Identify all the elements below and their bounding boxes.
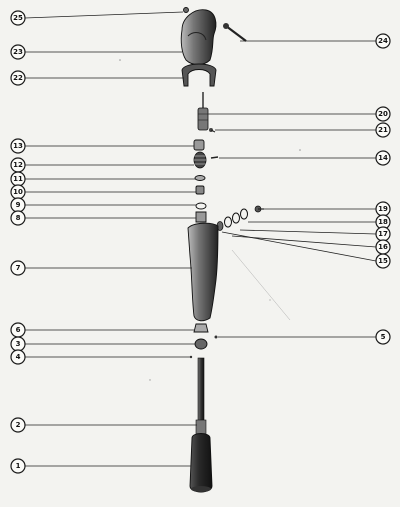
svg-text:17: 17 — [378, 230, 388, 238]
svg-text:8: 8 — [16, 214, 21, 222]
part-washer-stack — [216, 205, 264, 231]
svg-text:9: 9 — [16, 201, 21, 209]
callout-15: 15 — [375, 253, 391, 269]
callout-19: 19 — [375, 201, 391, 217]
part-upper-housing — [180, 9, 217, 65]
part-washer — [194, 175, 206, 181]
svg-text:11: 11 — [13, 175, 23, 183]
callout-9: 9 — [10, 197, 26, 213]
svg-text:4: 4 — [16, 353, 21, 361]
callout-20: 20 — [375, 106, 391, 122]
part-collar — [194, 338, 208, 350]
part-spring — [193, 151, 207, 169]
callout-13: 13 — [10, 138, 26, 154]
svg-text:13: 13 — [13, 142, 23, 150]
part-bolt — [223, 23, 247, 42]
part-set-screw — [214, 335, 218, 339]
svg-text:25: 25 — [13, 14, 23, 22]
part-cage — [193, 139, 205, 151]
svg-text:6: 6 — [16, 326, 21, 334]
callout-22: 22 — [10, 70, 26, 86]
callout-25: 25 — [10, 10, 26, 26]
svg-text:1: 1 — [16, 462, 21, 470]
svg-text:15: 15 — [378, 257, 388, 265]
callout-14: 14 — [375, 150, 391, 166]
svg-text:14: 14 — [378, 154, 388, 162]
svg-text:21: 21 — [378, 126, 388, 134]
part-nut — [183, 7, 189, 13]
callout-23: 23 — [10, 44, 26, 60]
svg-text:7: 7 — [16, 264, 21, 272]
parts — [119, 7, 301, 493]
svg-text:2: 2 — [16, 421, 21, 429]
svg-text:23: 23 — [13, 48, 23, 56]
callout-24: 24 — [375, 33, 391, 49]
part-bushing — [195, 185, 205, 195]
part-yoke-clamp — [181, 63, 217, 87]
callout-8: 8 — [10, 210, 26, 226]
svg-text:16: 16 — [378, 243, 388, 251]
callout-17: 17 — [375, 226, 391, 242]
callout-1: 1 — [10, 458, 26, 474]
callout-11: 11 — [10, 171, 26, 187]
callout-10: 10 — [10, 184, 26, 200]
part-handle-housing — [187, 222, 219, 322]
svg-text:12: 12 — [13, 161, 23, 169]
svg-text:22: 22 — [13, 74, 23, 82]
svg-text:24: 24 — [378, 37, 388, 45]
callout-4: 4 — [10, 349, 26, 365]
callout-2: 2 — [10, 417, 26, 433]
part-retaining-nut — [193, 323, 209, 333]
callout-6: 6 — [10, 322, 26, 338]
svg-text:3: 3 — [16, 340, 21, 348]
part-small-pin — [189, 355, 193, 359]
svg-text:5: 5 — [381, 333, 386, 341]
part-small-screw — [209, 128, 216, 133]
svg-text:19: 19 — [378, 205, 388, 213]
callout-21: 21 — [375, 122, 391, 138]
callout-12: 12 — [10, 157, 26, 173]
part-pin — [210, 156, 219, 159]
svg-text:18: 18 — [378, 218, 388, 226]
part-clip — [195, 211, 207, 223]
callout-16: 16 — [375, 239, 391, 255]
part-hand-grip — [189, 433, 213, 493]
callout-5: 5 — [375, 329, 391, 345]
part-ring — [195, 202, 207, 210]
leader-lines — [24, 11, 377, 467]
svg-text:20: 20 — [378, 110, 388, 118]
callout-7: 7 — [10, 260, 26, 276]
callout-3: 3 — [10, 336, 26, 352]
svg-text:10: 10 — [13, 188, 23, 196]
part-screw-assembly — [197, 92, 209, 131]
